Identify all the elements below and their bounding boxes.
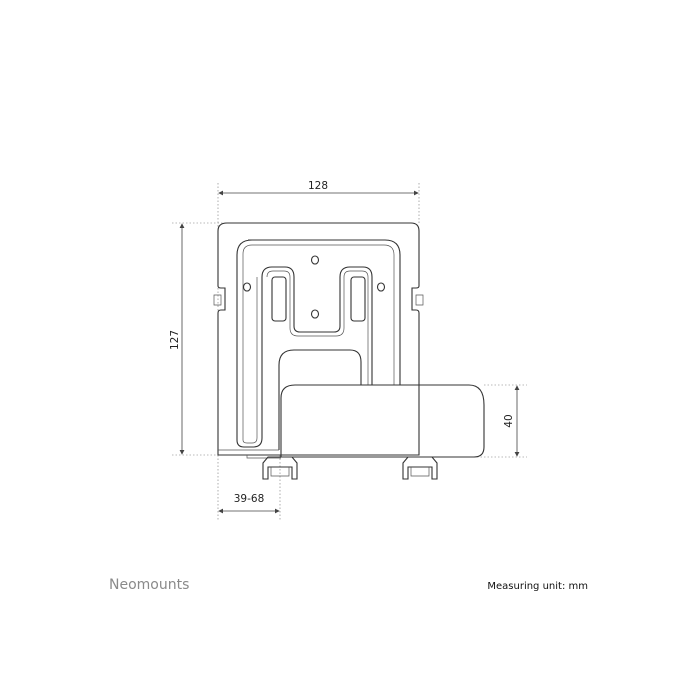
shelf-height-label: 40 [503,414,515,427]
height-label: 127 [169,330,181,350]
clip-foot-left [262,456,298,480]
clip-foot-right [402,456,438,480]
back-plate [213,222,424,456]
shelf-box [280,384,485,458]
brand-logo: Neomounts [109,577,190,593]
extension-lines [172,183,527,521]
measuring-unit-note: Measuring unit: mm [487,581,588,592]
width-label: 128 [308,180,328,192]
depth-label: 39-68 [234,493,265,505]
